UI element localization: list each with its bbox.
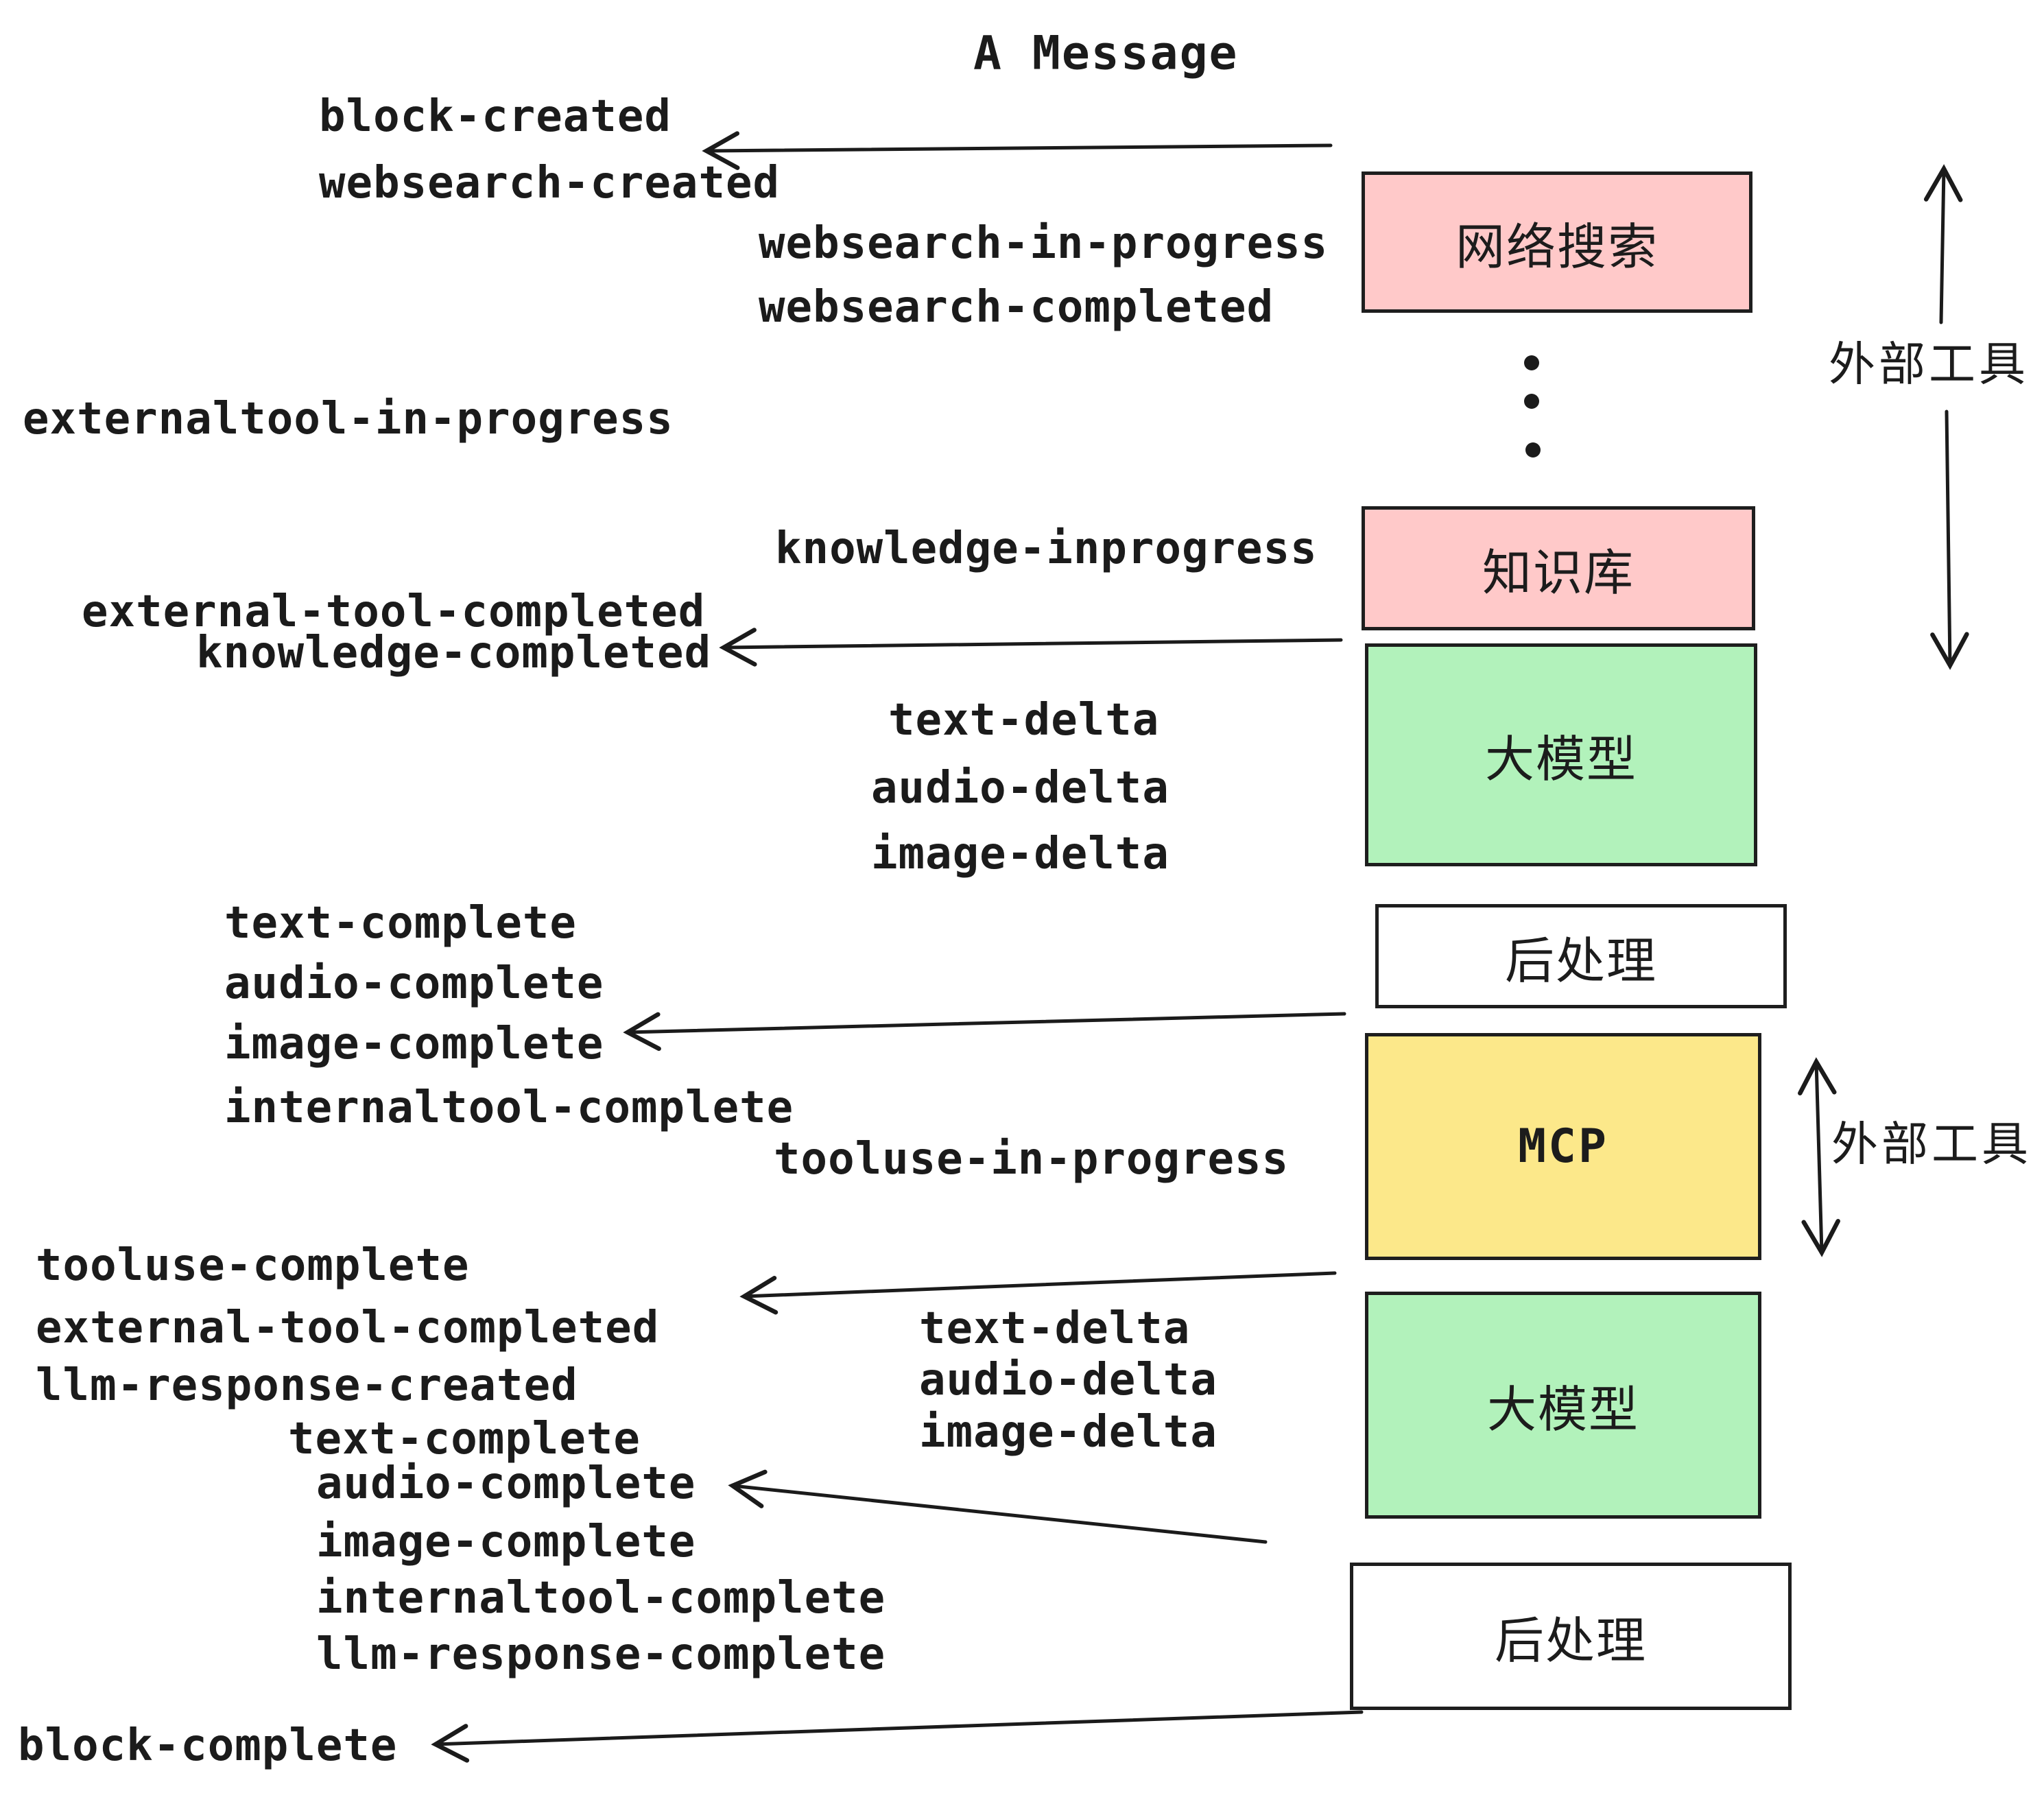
arrow-to-audio-complete bbox=[728, 1469, 1268, 1544]
event-llm-response-created: llm-response-created bbox=[36, 1360, 578, 1411]
box-llm-2: 大模型 bbox=[1365, 1292, 1761, 1519]
box-postprocess-1: 后处理 bbox=[1375, 904, 1787, 1008]
event-llm-response-complete: llm-response-complete bbox=[316, 1629, 886, 1680]
event-text-complete-2: text-complete bbox=[288, 1414, 641, 1464]
external-tools-arrow-mid-down bbox=[1801, 1154, 1840, 1257]
external-tools-arrow-top-down bbox=[1930, 410, 1969, 670]
external-tools-label-mid: 外部工具 bbox=[1827, 1106, 2036, 1174]
box-websearch-label: 网络搜索 bbox=[1455, 217, 1659, 276]
event-text-delta-2: text-delta bbox=[919, 1303, 1191, 1354]
event-image-complete-2: image-complete bbox=[316, 1517, 696, 1567]
box-llm-1: 大模型 bbox=[1365, 643, 1757, 866]
event-image-complete-1: image-complete bbox=[224, 1019, 604, 1069]
event-tooluse-in-progress: tooluse-in-progress bbox=[774, 1134, 1290, 1185]
event-audio-complete-2: audio-complete bbox=[316, 1458, 696, 1509]
arrow-to-image-complete bbox=[623, 1012, 1346, 1052]
event-internaltool-complete-2: internaltool-complete bbox=[316, 1573, 886, 1624]
box-websearch: 网络搜索 bbox=[1362, 171, 1752, 313]
ellipsis-dot-2 bbox=[1524, 394, 1539, 409]
event-externaltool-in-progress: externaltool-in-progress bbox=[23, 394, 674, 444]
event-external-tool-completed-2: external-tool-completed bbox=[36, 1303, 660, 1353]
box-llm-1-label: 大模型 bbox=[1484, 731, 1637, 788]
event-knowledge-inprogress: knowledge-inprogress bbox=[775, 523, 1318, 574]
event-external-tool-completed-1: external-tool-completed bbox=[82, 586, 706, 637]
box-knowledge: 知识库 bbox=[1362, 506, 1755, 630]
event-text-delta-1: text-delta bbox=[888, 695, 1160, 746]
external-tools-arrow-mid-up bbox=[1798, 1057, 1837, 1159]
box-postprocess-2-label: 后处理 bbox=[1494, 1612, 1647, 1670]
arrow-to-block-complete bbox=[431, 1710, 1364, 1763]
ellipsis-dot-1 bbox=[1524, 355, 1539, 370]
event-audio-complete-1: audio-complete bbox=[224, 958, 604, 1009]
ellipsis-dot-3 bbox=[1525, 442, 1541, 458]
box-knowledge-label: 知识库 bbox=[1482, 544, 1635, 602]
box-llm-2-label: 大模型 bbox=[1486, 1381, 1639, 1438]
event-block-created: block-created bbox=[319, 91, 672, 142]
event-knowledge-completed: knowledge-completed bbox=[196, 628, 712, 678]
arrow-to-knowledge-completed bbox=[719, 628, 1343, 667]
external-tools-label-top: 外部工具 bbox=[1825, 326, 2034, 394]
event-tooluse-complete: tooluse-complete bbox=[36, 1240, 470, 1291]
external-tools-arrow-top-up bbox=[1923, 164, 1963, 324]
arrow-to-external-tool-completed bbox=[739, 1271, 1337, 1315]
box-postprocess-2: 后处理 bbox=[1350, 1563, 1792, 1710]
event-text-complete-1: text-complete bbox=[224, 898, 577, 949]
event-audio-delta-1: audio-delta bbox=[871, 763, 1169, 814]
event-websearch-in-progress: websearch-in-progress bbox=[759, 218, 1329, 269]
box-mcp-label: MCP bbox=[1518, 1119, 1608, 1174]
arrow-to-websearch-created bbox=[702, 131, 1333, 170]
event-audio-delta-2: audio-delta bbox=[919, 1355, 1217, 1405]
event-websearch-completed: websearch-completed bbox=[759, 282, 1274, 333]
event-image-delta-2: image-delta bbox=[919, 1407, 1217, 1458]
box-mcp: MCP bbox=[1365, 1033, 1761, 1260]
box-postprocess-1-label: 后处理 bbox=[1504, 931, 1657, 990]
event-websearch-created: websearch-created bbox=[319, 158, 781, 209]
event-image-delta-1: image-delta bbox=[871, 829, 1169, 879]
diagram-title: A Message bbox=[973, 26, 1239, 81]
event-block-complete: block-complete bbox=[18, 1720, 398, 1771]
event-internaltool-complete-1: internaltool-complete bbox=[224, 1082, 794, 1133]
